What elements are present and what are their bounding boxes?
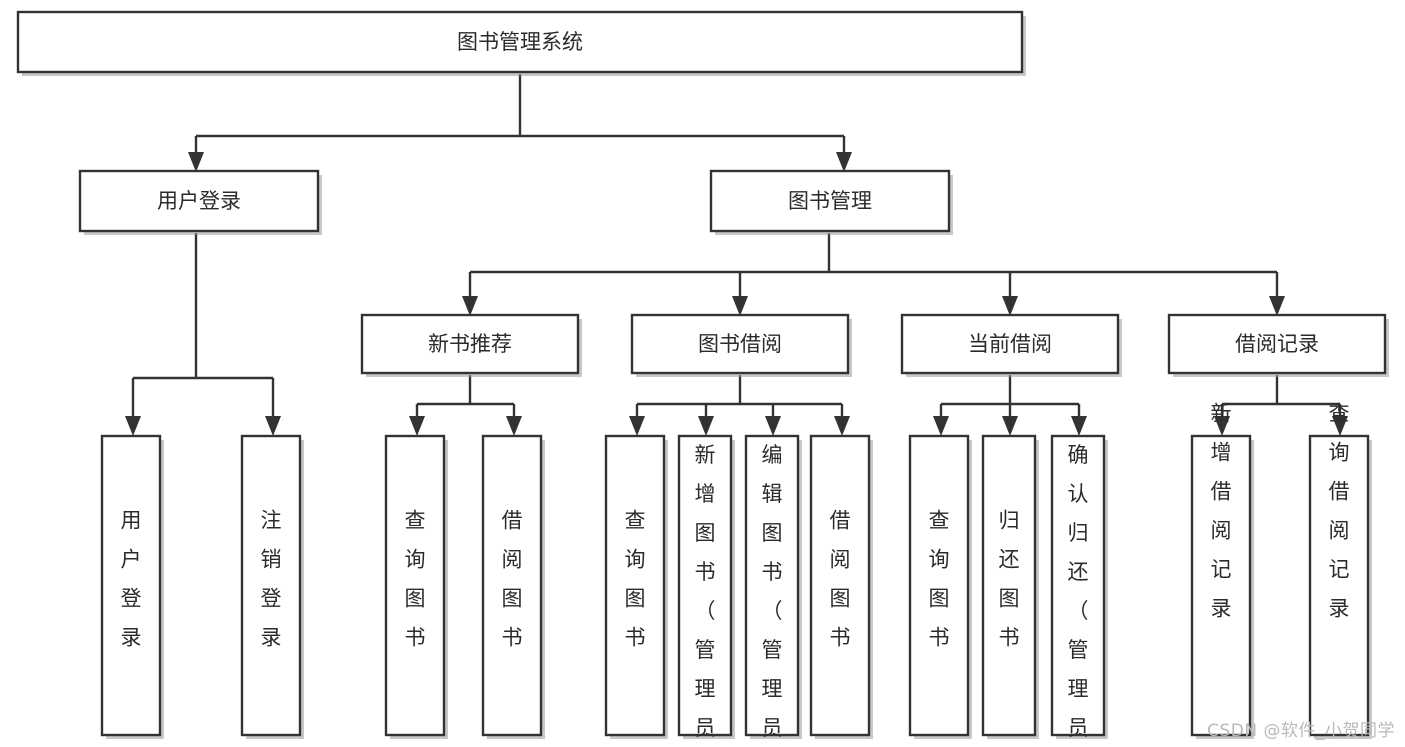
arrowhead-record-leaf2 [1332,416,1348,436]
leaf-label-record-query: 查询借阅记录 [1329,402,1350,621]
arrowhead-borrow [732,296,748,316]
arrowhead-current-leaf1 [933,416,949,436]
leaf-label-logout: 注销登录 [261,509,282,650]
leaf-node[interactable]: 借阅图书 [481,434,545,739]
leaf-box-logout[interactable] [240,434,302,737]
leaf-label-current-query: 查询图书 [929,509,950,650]
leaf-box-current-query[interactable] [908,434,970,737]
arrowhead-borrow-leaf2 [698,416,714,436]
leaf-label-record-add: 新增借阅记录 [1211,402,1232,621]
node-book-borrow[interactable]: 图书借阅 [630,313,852,377]
arrowhead-book-mgmt [836,152,852,172]
leaf-node[interactable]: 归还图书 [981,434,1039,739]
leaf-node[interactable]: 新增图书（管理员） [677,434,735,747]
leaf-box-record-query[interactable] [1308,434,1370,737]
leaf-box-borrow-add[interactable] [677,434,733,737]
leaf-box-current-confirm[interactable] [1050,434,1106,737]
leaf-label-current-return: 归还图书 [999,509,1020,650]
arrowhead-leaf-user-login [125,416,141,436]
arrowhead-current-leaf2 [1002,416,1018,436]
arrowhead-current-leaf3 [1071,416,1087,436]
node-new-book-recommend-label: 新书推荐 [428,332,512,356]
leaf-box-user-login[interactable] [100,434,162,737]
leaf-label-borrow-lend: 借阅图书 [830,509,851,650]
arrowhead-record [1269,296,1285,316]
node-user-login[interactable]: 用户登录 [78,169,322,235]
leaf-node[interactable]: 查询借阅记录 [1308,402,1372,740]
node-book-management-box[interactable] [709,169,951,233]
node-user-login-box[interactable] [78,169,320,233]
node-book-management-label: 图书管理 [788,189,872,213]
arrowhead-borrow-leaf1 [629,416,645,436]
leaf-node[interactable]: 查询图书 [908,434,972,739]
node-new-book-recommend[interactable]: 新书推荐 [360,313,582,377]
node-root[interactable]: 图书管理系统 [16,10,1026,76]
leaf-label-borrow-query: 查询图书 [625,509,646,650]
arrowhead-borrow-leaf3 [765,416,781,436]
leaf-box-newbook-borrow[interactable] [481,434,543,737]
leaf-node[interactable]: 编辑图书（管理员） [744,434,802,747]
arrowhead-record-leaf1 [1214,416,1230,436]
connector-layer [125,74,1348,436]
node-root-label: 图书管理系统 [457,30,583,54]
arrowhead-leaf-logout [265,416,281,436]
leaf-box-borrow-lend[interactable] [809,434,871,737]
leaf-box-record-add[interactable] [1190,434,1252,737]
leaf-label-user-login: 用户登录 [121,509,142,650]
arrowhead-newbook-leaf2 [506,416,522,436]
leaf-label-newbook-borrow: 借阅图书 [502,509,523,650]
node-current-borrow-box[interactable] [900,313,1120,375]
leaf-node[interactable]: 查询图书 [384,434,448,739]
leaf-node[interactable]: 确认归还（管理员） [1050,434,1108,747]
node-book-borrow-label: 图书借阅 [698,332,782,356]
leaf-label-newbook-query: 查询图书 [405,509,426,650]
leaf-box-newbook-query[interactable] [384,434,446,737]
arrowhead-user-login [188,152,204,172]
node-borrow-record-label: 借阅记录 [1235,332,1319,356]
leaf-box-borrow-edit[interactable] [744,434,800,737]
leaf-box-borrow-query[interactable] [604,434,666,737]
leaf-node[interactable]: 查询图书 [604,434,668,739]
leaf-node[interactable]: 新增借阅记录 [1190,402,1254,740]
leaf-node[interactable]: 注销登录 [240,434,304,739]
node-book-management[interactable]: 图书管理 [709,169,953,235]
arrowhead-newbook [462,296,478,316]
node-borrow-record-box[interactable] [1167,313,1387,375]
arrowhead-newbook-leaf1 [409,416,425,436]
leaf-box-current-return[interactable] [981,434,1037,737]
leaf-label-borrow-edit: 编辑图书（管理员） [762,443,783,747]
node-current-borrow[interactable]: 当前借阅 [900,313,1122,377]
arrowhead-borrow-leaf4 [834,416,850,436]
leaf-node[interactable]: 用户登录 [100,434,164,739]
leaf-node[interactable]: 借阅图书 [809,434,873,739]
node-user-login-label: 用户登录 [157,189,241,213]
leaf-label-borrow-add: 新增图书（管理员） [695,443,716,747]
node-book-borrow-box[interactable] [630,313,850,375]
arrowhead-current [1002,296,1018,316]
node-root-box[interactable] [16,10,1024,74]
node-new-book-recommend-box[interactable] [360,313,580,375]
leaf-label-current-confirm: 确认归还（管理员） [1068,443,1089,747]
node-current-borrow-label: 当前借阅 [968,332,1052,356]
node-borrow-record[interactable]: 借阅记录 [1167,313,1389,377]
